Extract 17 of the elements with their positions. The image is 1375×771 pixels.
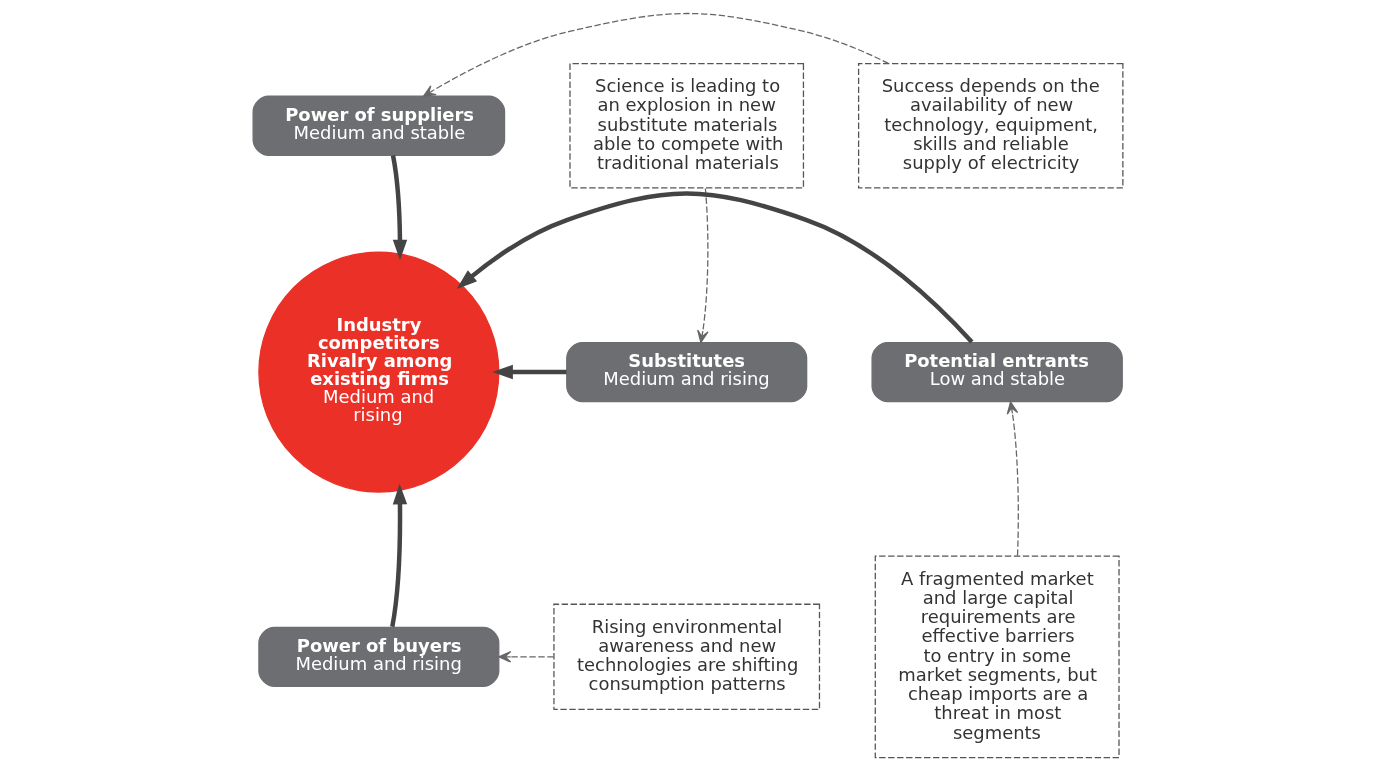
arrow: [1006, 401, 1019, 557]
node-circle: Industry competitors Rivalry among existing firms Medium and rising: [257, 251, 499, 493]
arrow: [456, 191, 973, 344]
node-box: Rising environmental awareness and new technologies are shifting consumption patterns: [552, 603, 820, 711]
node-box: Science is leading to an explosion in new substitute materials able to compete with traditional materials: [568, 62, 804, 189]
node-box: Potential entrants Low and stable: [870, 341, 1123, 403]
arrow: [422, 12, 889, 97]
arrow: [491, 364, 567, 380]
node-box: Substitutes Medium and rising: [565, 341, 807, 403]
node-box: A fragmented market and large capital requirements are effective barriers to entry in some market segments, but cheap imports are a threat in most segments: [874, 555, 1120, 759]
node-box: Power of suppliers Medium and stable: [252, 95, 505, 156]
arrow: [390, 155, 407, 261]
node-box: Success depends on the availability of new technology, equipment, skills and reliable supply of electricity: [857, 62, 1123, 189]
node-box: Power of buyers Medium and rising: [257, 626, 499, 687]
arrow: [497, 651, 554, 663]
arrow: [389, 483, 407, 628]
arrow: [696, 187, 709, 344]
